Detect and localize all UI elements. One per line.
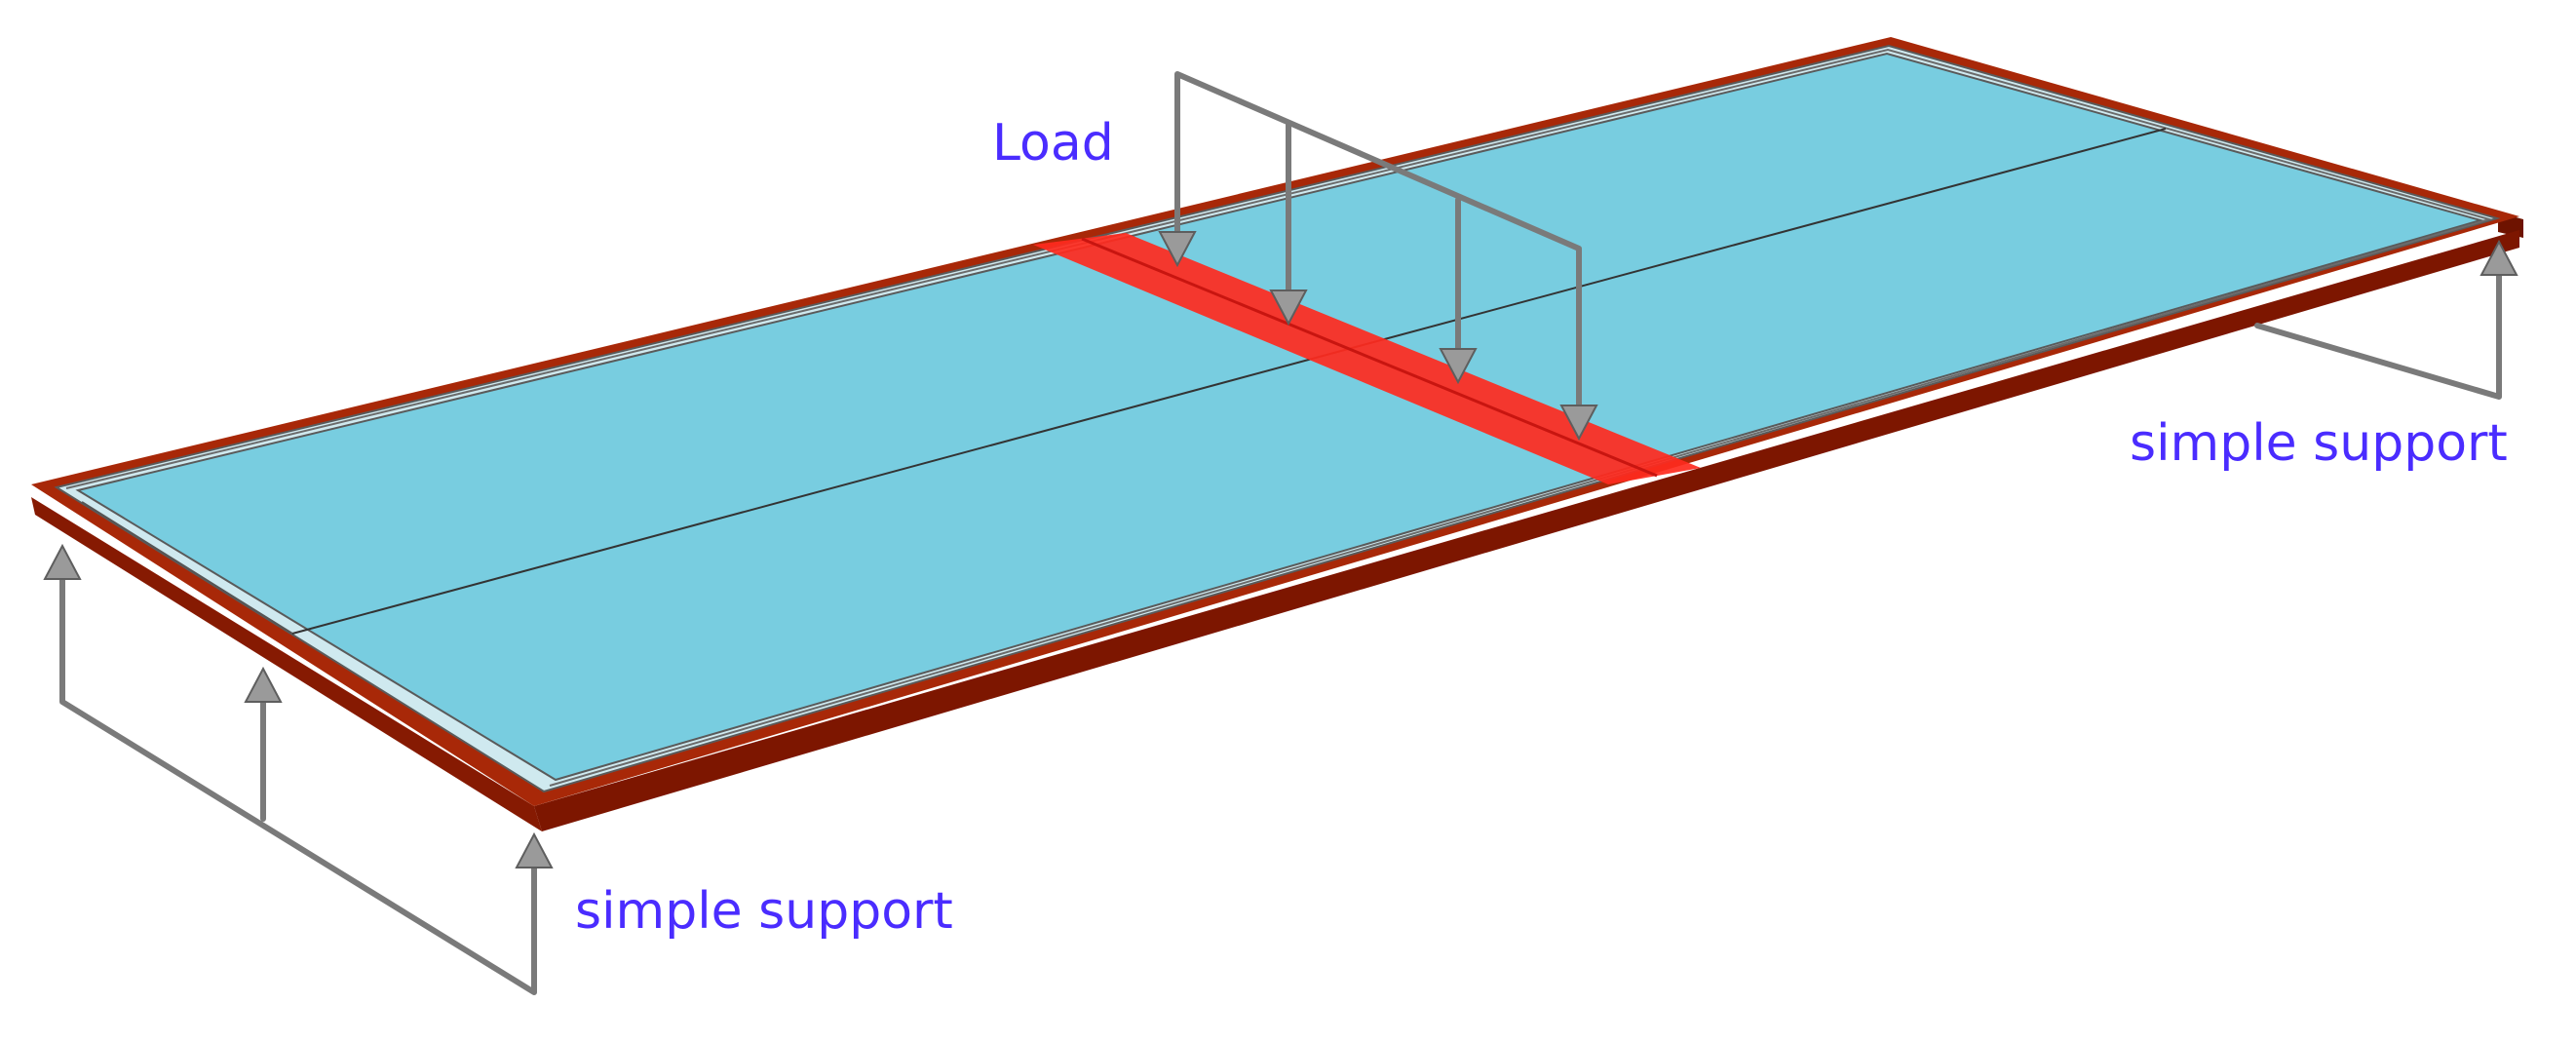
load-arrow-frame [1174,71,1582,410]
load-arrow-group [1158,71,1598,442]
slab-top-surface [75,52,2484,782]
support-left-arrowhead-2 [244,666,283,703]
load-arrowhead-1 [1158,231,1197,268]
support-left-frame [59,570,537,995]
load-arrowhead-4 [1559,405,1598,442]
load-strip [1033,233,1701,484]
support-left-label: simple support [575,882,953,941]
support-left-arrow-group [43,543,554,995]
slab-center-line [291,128,2167,635]
support-left-arrowhead-3 [515,831,554,868]
load-arrowhead-2 [1269,289,1308,327]
support-right-arrow-group [2254,239,2518,400]
slab-division-line [81,501,293,635]
frame-left-end-face [31,497,542,831]
load-label: Load [992,114,1114,173]
load-arrowhead-3 [1439,348,1478,385]
support-right-label: simple support [2130,414,2508,473]
support-right-frame [2254,270,2502,400]
support-left-arrowhead-1 [43,543,82,580]
support-right-arrowhead [2480,239,2518,276]
load-strip-line [1081,237,1658,478]
slab-inner-edge-line [65,48,2493,787]
frame-front-side-face [534,230,2519,831]
